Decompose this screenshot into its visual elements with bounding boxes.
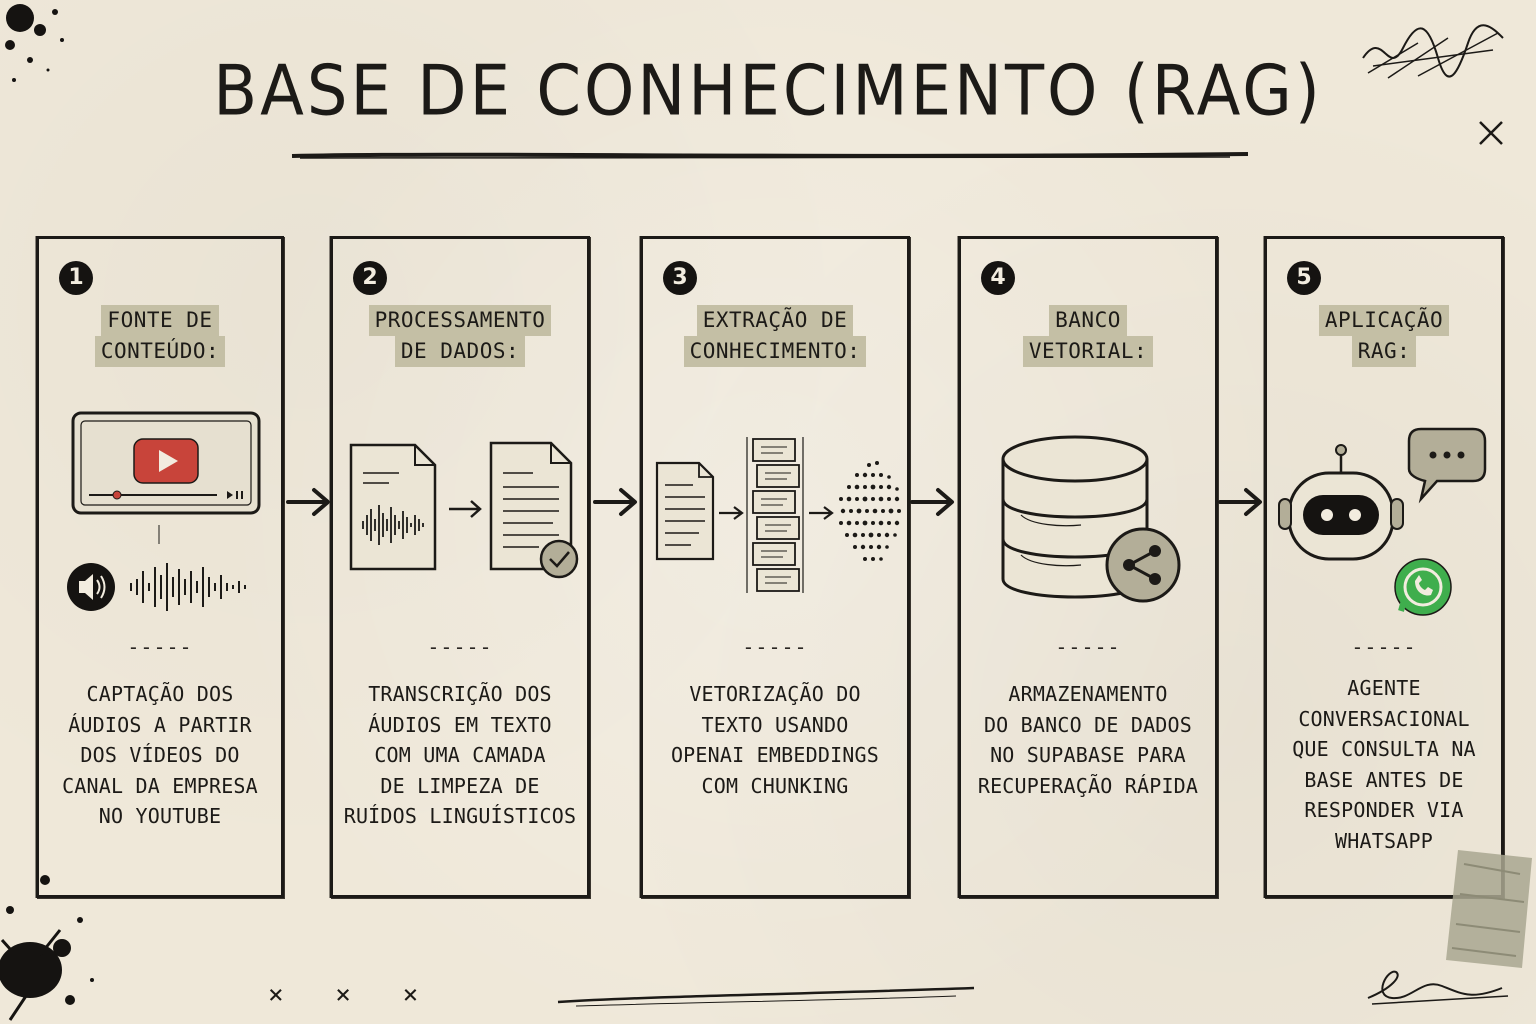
tape-decoration [1446, 850, 1532, 968]
signature-scribble-icon [1362, 24, 1504, 79]
step-description: CAPTAÇÃO DOS ÁUDIOS A PARTIR DOS VÍDEOS … [62, 682, 258, 828]
whatsapp-icon [1394, 558, 1452, 616]
transcription-illustration [333, 399, 587, 629]
step-description: ARMAZENAMENTO DO BANCO DE DADOS NO SUPAB… [977, 682, 1199, 798]
text-document-icon [489, 441, 573, 571]
rag-agent-illustration [1267, 399, 1501, 629]
step-panel-5: 5 APLICAÇÃO RAG: [1264, 236, 1504, 898]
check-badge-icon [539, 539, 579, 579]
step-description: VETORIZAÇÃO DO TEXTO USANDO OPENAI EMBED… [670, 682, 880, 798]
flow-arrow-icon [910, 488, 954, 516]
speaker-icon [67, 563, 115, 611]
page-title: BASE DE CONHECIMENTO (RAG) [213, 52, 1323, 132]
bottom-stroke-decoration [557, 986, 975, 1007]
share-badge-icon [1105, 527, 1181, 603]
chat-bubble-icon [1407, 427, 1487, 504]
step-number-badge: 1 [59, 261, 93, 295]
step-panel-2: 2 PROCESSAMENTO DE DADOS: ----- [330, 236, 590, 898]
step-description: AGENTE CONVERSACIONAL QUE CONSULTA NA BA… [1292, 676, 1476, 853]
audio-document-icon [349, 443, 437, 571]
youtube-play-icon [133, 438, 199, 484]
step-heading: PROCESSAMENTO DE DADOS: [333, 305, 587, 367]
separator: ----- [742, 635, 808, 659]
robot-icon [1278, 444, 1404, 561]
step-heading: APLICAÇÃO RAG: [1267, 305, 1501, 367]
embedding-illustration [643, 399, 907, 629]
separator: ----- [427, 635, 493, 659]
vector-dots-icon [839, 461, 901, 561]
separator: ----- [127, 635, 193, 659]
ink-splatter-bottom-left [0, 875, 94, 1021]
step-number-badge: 4 [981, 261, 1015, 295]
signature-scribble-icon [1367, 970, 1509, 1005]
step-heading: EXTRAÇÃO DE CONHECIMENTO: [643, 305, 907, 367]
flow-arrow-icon [286, 488, 330, 516]
flow-arrow-icon [593, 488, 637, 516]
footer-x-marks: × × × [268, 980, 437, 1010]
step-number-badge: 5 [1287, 261, 1321, 295]
vector-database-illustration [961, 399, 1215, 629]
separator: ----- [1055, 635, 1121, 659]
step-panel-3: 3 EXTRAÇÃO DE CONHECIMENTO: [640, 236, 910, 898]
text-document-icon [655, 461, 715, 561]
youtube-source-illustration [39, 399, 281, 629]
chunking-stack-icon [746, 437, 804, 593]
step-number-badge: 2 [353, 261, 387, 295]
step-heading: BANCO VETORIAL: [961, 305, 1215, 367]
title-underline [291, 152, 1249, 159]
separator: ----- [1351, 635, 1417, 659]
audio-waveform-icon [130, 563, 246, 611]
step-panel-4: 4 BANCO VETORIAL: ----- ARMAZENAMENTO D [958, 236, 1218, 898]
step-number-badge: 3 [663, 261, 697, 295]
flow-arrow-icon [1218, 488, 1262, 516]
ink-splatter-top-left [5, 4, 64, 82]
step-description: TRANSCRIÇÃO DOS ÁUDIOS EM TEXTO COM UMA … [343, 682, 577, 828]
step-heading: FONTE DE CONTEÚDO: [39, 305, 281, 367]
x-mark-icon [1479, 121, 1503, 145]
step-panel-1: 1 FONTE DE CONTEÚDO: [36, 236, 284, 898]
